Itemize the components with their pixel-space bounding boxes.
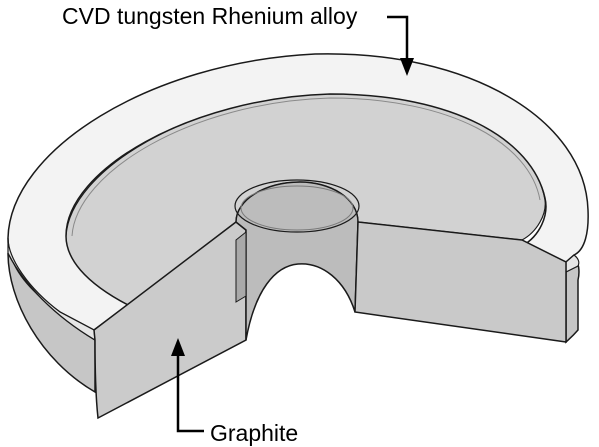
recess-inner-lip [71, 97, 541, 237]
central-bore-wall [235, 181, 359, 341]
graphite-leader-arrow [171, 338, 204, 433]
graphite-label: Graphite [210, 420, 299, 446]
coating-leader-arrow [387, 15, 414, 76]
coating-rim [7, 53, 589, 331]
central-bore-opening [234, 179, 360, 233]
bore-edge-shading [235, 230, 247, 303]
right-cut-face [354, 221, 567, 343]
central-bore-inner-ring [240, 185, 354, 231]
coating-label: CVD tungsten Rhenium alloy [62, 3, 358, 29]
coating-rim-edge-right [565, 254, 580, 273]
